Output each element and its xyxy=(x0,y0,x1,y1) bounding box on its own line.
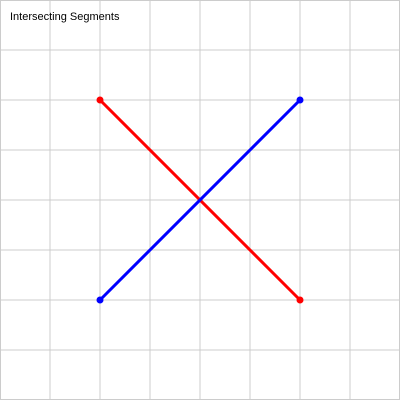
blue-segment-start-point xyxy=(96,296,104,304)
segments xyxy=(96,96,304,304)
diagram-title: Intersecting Segments xyxy=(10,11,120,23)
blue-segment xyxy=(98,98,302,302)
red-segment-end-point xyxy=(296,296,304,304)
blue-segment-end-point xyxy=(296,96,304,104)
red-segment-start-point xyxy=(96,96,104,104)
